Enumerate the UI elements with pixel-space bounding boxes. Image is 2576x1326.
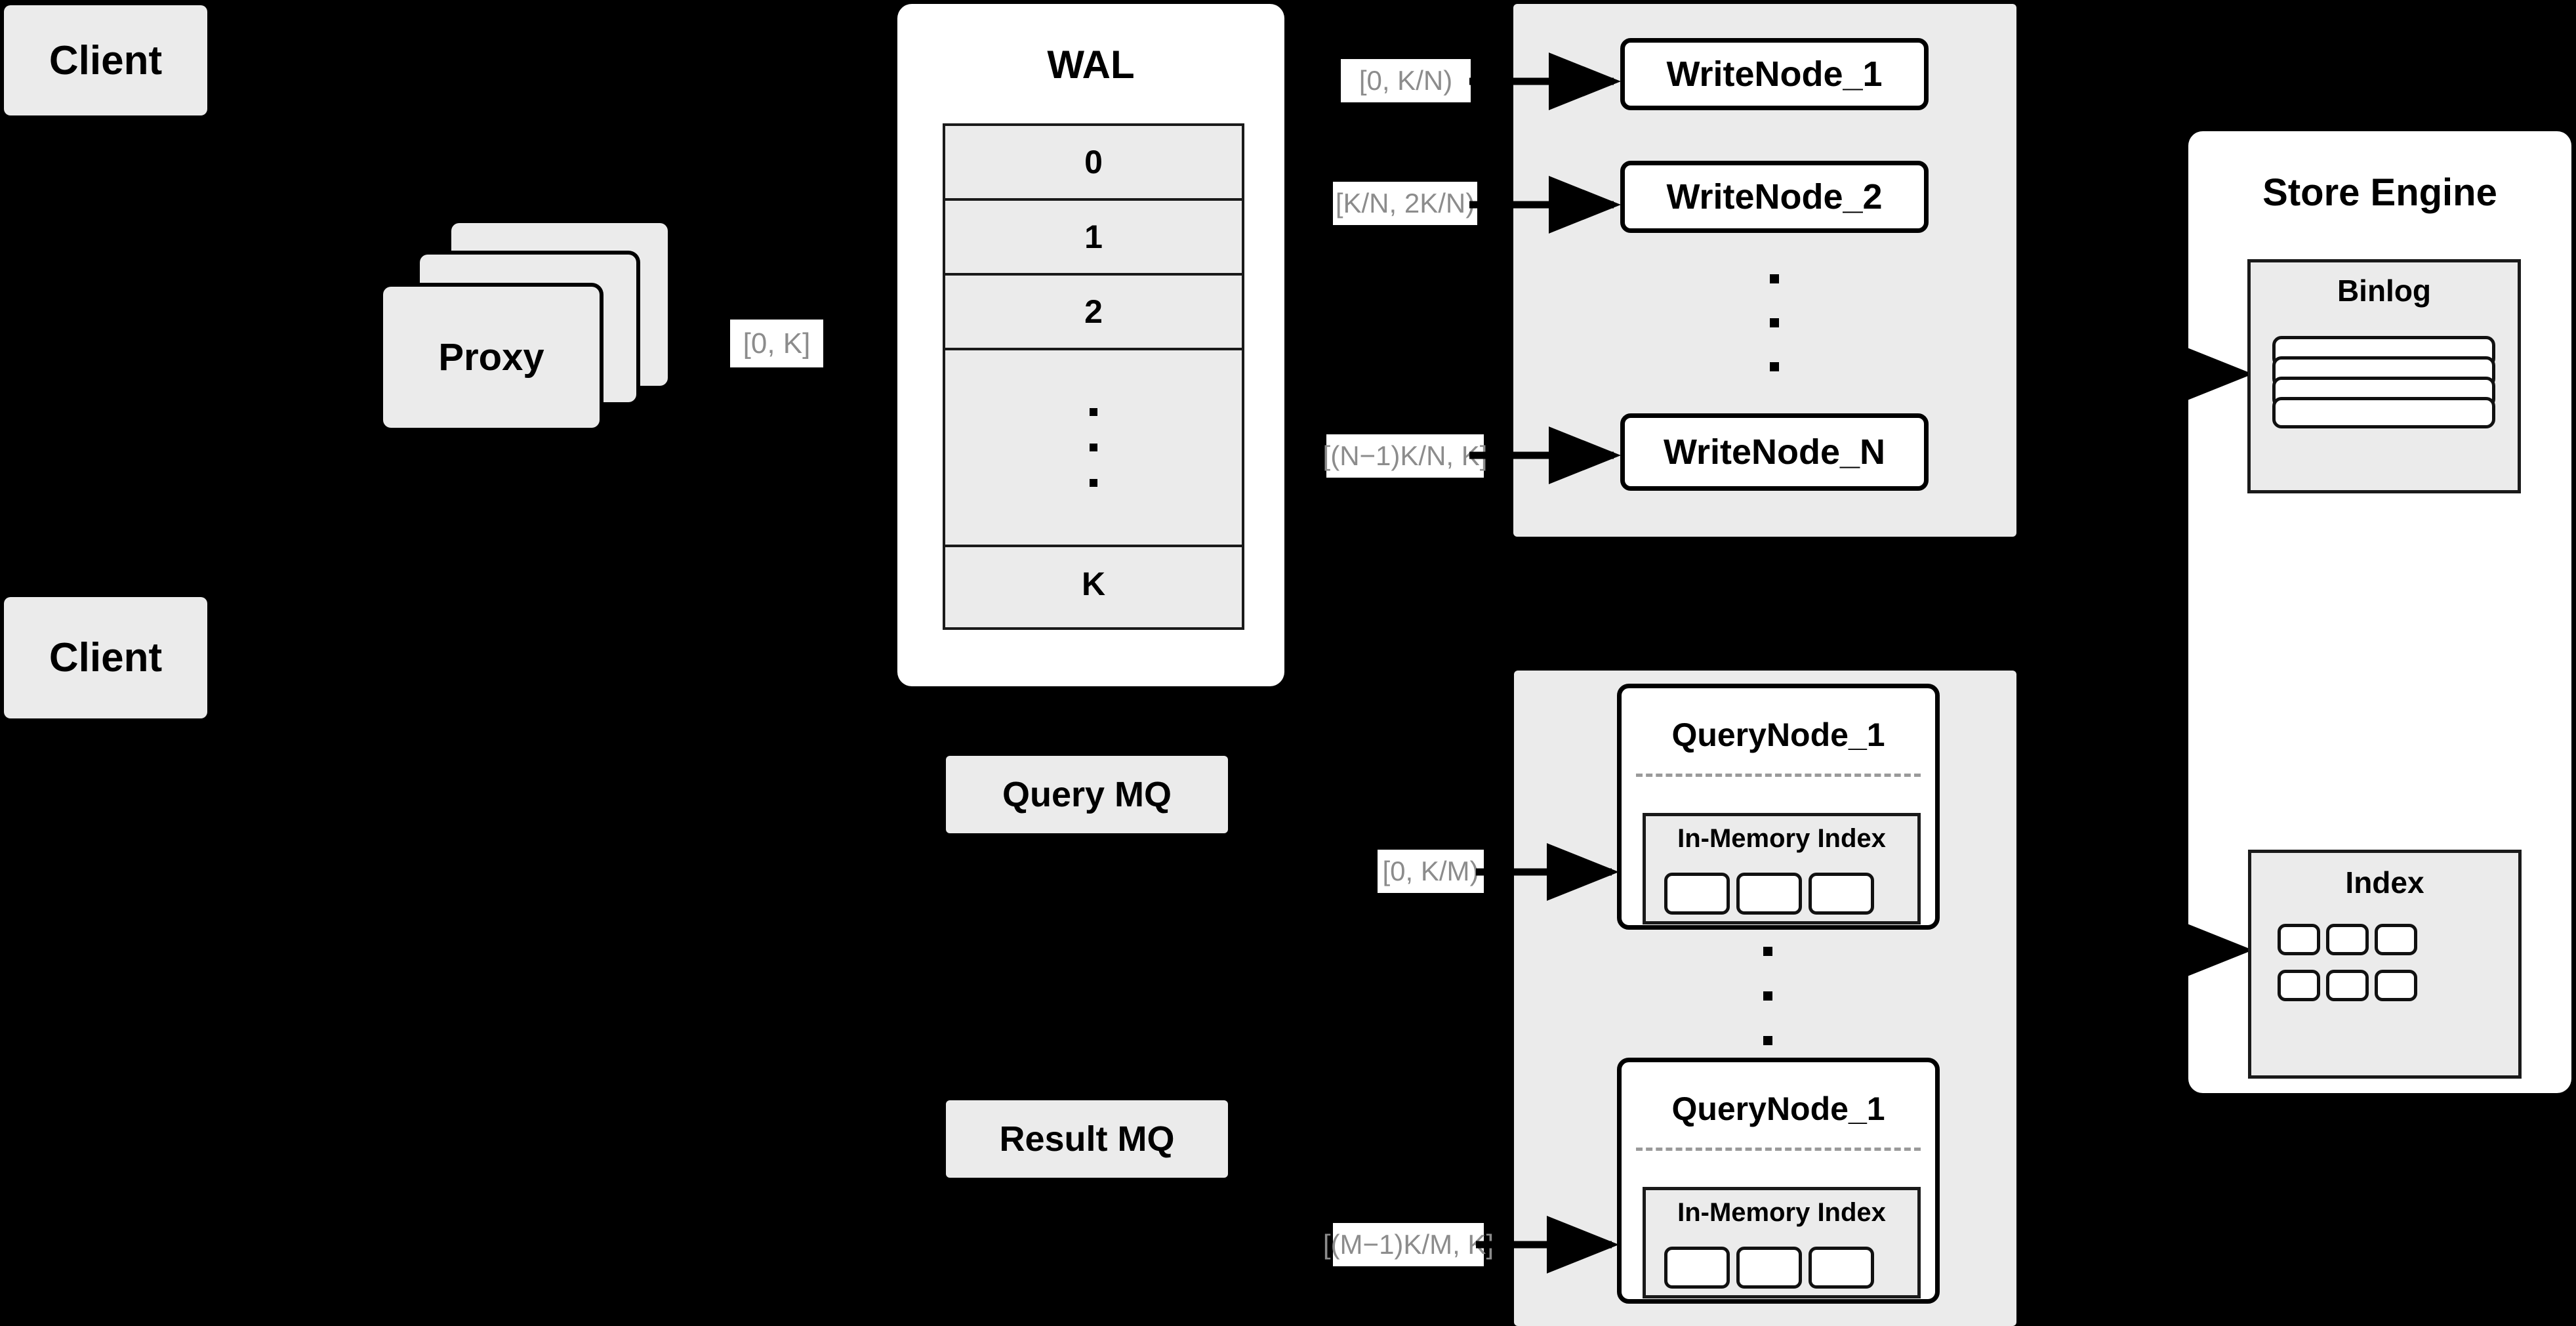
wal-row-0: 0 — [945, 126, 1242, 201]
store-index-panel: Index — [2248, 850, 2522, 1079]
wal-row-ellipsis — [945, 350, 1242, 547]
store-engine-title: Store Engine — [2262, 171, 2497, 214]
query-node-1-index-slot[interactable] — [1809, 873, 1874, 915]
result-mq-box[interactable]: Result MQ — [946, 1100, 1228, 1178]
write-node-1-label: WriteNode_1 — [1666, 54, 1883, 94]
query-node-1-in-memory-index-panel: In-Memory Index — [1643, 813, 1921, 924]
client-label-1: Client — [49, 37, 163, 83]
store-index-slot[interactable] — [2375, 924, 2417, 955]
wal-vertical-dots-icon — [1090, 408, 1097, 487]
binlog-entry[interactable] — [2272, 397, 2495, 428]
client-box-2[interactable]: Client — [4, 597, 207, 718]
query-node-2-index-slot[interactable] — [1664, 1247, 1730, 1289]
query-node-1-range-label: [0, K/M) — [1378, 850, 1484, 893]
write-group-vertical-dots-icon — [1770, 274, 1779, 371]
query-node-1-label: QueryNode_1 — [1671, 716, 1885, 753]
result-mq-label: Result MQ — [999, 1119, 1175, 1159]
write-node-n-range-label: [(N−1)K/N, K] — [1323, 434, 1487, 478]
write-node-n[interactable]: WriteNode_N — [1620, 413, 1929, 491]
query-group-vertical-dots-icon — [1763, 947, 1772, 1045]
wal-row-1: 1 — [945, 201, 1242, 276]
binlog-title: Binlog — [2337, 274, 2432, 308]
query-node-2-label: QueryNode_1 — [1671, 1090, 1885, 1127]
write-node-2-range-label: [K/N, 2K/N) — [1333, 182, 1477, 225]
store-index-slot[interactable] — [2278, 924, 2320, 955]
query-mq-box[interactable]: Query MQ — [946, 756, 1228, 833]
wal-table: 0 1 2 K — [943, 123, 1244, 630]
wal-row-k: K — [1081, 566, 1106, 602]
client-box-1[interactable]: Client — [4, 5, 207, 115]
write-node-1-range-label: [0, K/N) — [1341, 59, 1471, 102]
query-node-1-index-title: In-Memory Index — [1677, 824, 1886, 853]
query-node-1-separator — [1636, 774, 1921, 777]
store-index-title: Index — [2345, 865, 2424, 900]
store-index-slot[interactable] — [2326, 924, 2369, 955]
query-node-2[interactable]: QueryNode_1 In-Memory Index — [1617, 1058, 1940, 1304]
query-node-2-separator — [1636, 1148, 1921, 1151]
query-node-2-index-title: In-Memory Index — [1677, 1198, 1886, 1227]
write-node-2-label: WriteNode_2 — [1666, 177, 1883, 217]
binlog-panel: Binlog — [2247, 259, 2521, 493]
query-mq-label: Query MQ — [1002, 775, 1172, 814]
proxy-label: Proxy — [438, 336, 544, 379]
wal-title: WAL — [1047, 43, 1135, 87]
store-index-slot[interactable] — [2278, 970, 2320, 1001]
query-node-1-index-slot[interactable] — [1664, 873, 1730, 915]
write-node-n-label: WriteNode_N — [1663, 432, 1886, 472]
store-index-slot[interactable] — [2375, 970, 2417, 1001]
wal-row-2: 2 — [945, 276, 1242, 350]
store-index-slot[interactable] — [2326, 970, 2369, 1001]
client-label-2: Client — [49, 635, 163, 680]
query-node-1-index-slot[interactable] — [1736, 873, 1802, 915]
query-node-2-index-slot[interactable] — [1736, 1247, 1802, 1289]
write-node-2[interactable]: WriteNode_2 — [1620, 161, 1929, 233]
proxy-range-label: [0, K] — [730, 320, 823, 367]
write-node-1[interactable]: WriteNode_1 — [1620, 38, 1929, 110]
proxy-box[interactable]: Proxy — [383, 287, 600, 428]
query-node-2-index-slot[interactable] — [1809, 1247, 1874, 1289]
query-node-2-range-label: [(M−1)K/M, K] — [1323, 1223, 1494, 1266]
query-node-1[interactable]: QueryNode_1 In-Memory Index — [1617, 684, 1940, 930]
query-node-2-in-memory-index-panel: In-Memory Index — [1643, 1187, 1921, 1298]
